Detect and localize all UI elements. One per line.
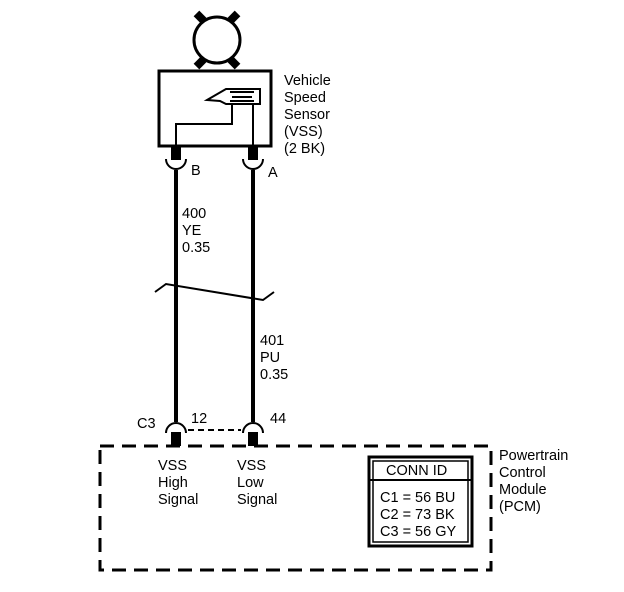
twisted-pair-symbol [154, 282, 275, 302]
sensor-name-line-5: (2 BK) [284, 141, 325, 157]
vss-low-signal-line-3: Signal [237, 492, 277, 508]
sensor-pin-b-label: B [191, 163, 201, 179]
sensor-pin-a-label: A [268, 165, 278, 181]
pcm-name-line-4: (PCM) [499, 499, 541, 515]
pcm-name-line-3: Module [499, 482, 547, 498]
sensor-name-line-4: (VSS) [284, 124, 323, 140]
sensor-name-line-1: Vehicle [284, 73, 331, 89]
conn-id-table [367, 455, 474, 548]
vss-low-signal-line-1: VSS [237, 458, 266, 474]
pcm-name-line-1: Powertrain [499, 448, 568, 464]
wire-400-circuit: 400 [182, 206, 206, 222]
wire-401-color: PU [260, 350, 280, 366]
sensor-name-line-2: Speed [284, 90, 326, 106]
wire-400-color: YE [182, 223, 202, 239]
pcm-pin-12-label: 12 [191, 411, 207, 427]
pcm-pin-44-label: 44 [270, 411, 286, 427]
vss-sensor-box [157, 69, 273, 150]
conn-id-row-1: C1 = 56 BU [380, 490, 455, 506]
vss-high-signal-line-3: Signal [158, 492, 198, 508]
conn-id-row-3: C3 = 56 GY [380, 524, 456, 540]
sensor-pin-b-terminal [165, 146, 187, 170]
conn-id-title: CONN ID [386, 463, 447, 479]
pcm-connector-label: C3 [137, 416, 156, 432]
pcm-name-line-2: Control [499, 465, 546, 481]
sensor-pin-a-terminal [242, 146, 264, 170]
vss-high-signal-line-1: VSS [158, 458, 187, 474]
conn-id-row-2: C2 = 73 BK [380, 507, 455, 523]
wire-400-gauge: 0.35 [182, 240, 210, 256]
pcm-pin-44-terminal [242, 422, 264, 446]
pcm-pin-12-terminal [165, 422, 187, 446]
vss-low-signal-line-2: Low [237, 475, 264, 491]
sensor-name-line-3: Sensor [284, 107, 330, 123]
wire-401-gauge: 0.35 [260, 367, 288, 383]
vss-high-signal-line-2: High [158, 475, 188, 491]
pcm-module-boundary [98, 444, 493, 572]
wire-401-circuit: 401 [260, 333, 284, 349]
sensor-symbol-icon [192, 10, 242, 70]
